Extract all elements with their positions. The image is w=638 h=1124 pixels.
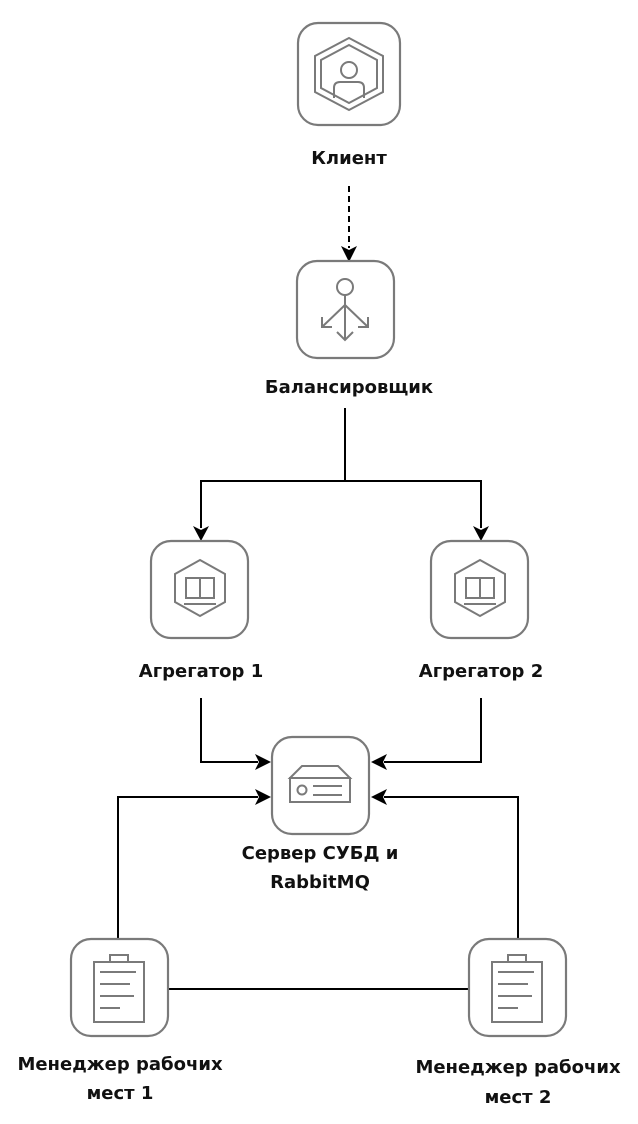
node-manager-1-label-line2: мест 1 — [87, 1083, 154, 1104]
edge-manager1-server — [117, 789, 271, 938]
node-manager-2-label-line1: Менеджер рабочих — [415, 1057, 621, 1078]
edge-aggregator2-server — [371, 698, 482, 770]
aggregator-hexagon-icon — [174, 558, 226, 618]
clipboard-icon — [93, 954, 145, 1023]
server-icon — [287, 765, 353, 803]
node-client[interactable]: Клиент — [296, 21, 402, 169]
node-server-label-line1: Сервер СУБД и — [242, 843, 399, 864]
edge-aggregator1-server — [200, 698, 271, 770]
node-aggregator-2[interactable]: Агрегатор 2 — [419, 539, 543, 682]
node-client-box[interactable] — [296, 21, 402, 127]
node-client-label: Клиент — [311, 148, 387, 169]
user-hexagon-icon — [314, 36, 384, 112]
node-balancer[interactable]: Балансировщик — [265, 259, 433, 398]
edge-manager2-server — [371, 789, 519, 938]
node-manager-1[interactable]: Менеджер рабочих мест 1 — [17, 937, 223, 1104]
aggregator-hexagon-icon — [454, 558, 506, 618]
node-manager-2[interactable]: Менеджер рабочих мест 2 — [415, 937, 621, 1108]
clipboard-icon — [491, 954, 543, 1023]
load-balancer-icon — [321, 278, 369, 342]
edge-client-balancer — [341, 186, 357, 262]
node-manager-2-label-line2: мест 2 — [485, 1087, 552, 1108]
node-balancer-label: Балансировщик — [265, 377, 433, 398]
node-server[interactable]: Сервер СУБД и RabbitMQ — [242, 735, 399, 893]
edges — [117, 186, 519, 990]
node-server-label-line2: RabbitMQ — [270, 872, 370, 893]
edge-balancer-aggregators — [193, 408, 489, 541]
node-aggregator-2-label: Агрегатор 2 — [419, 661, 543, 682]
node-manager-1-label-line1: Менеджер рабочих — [17, 1054, 223, 1075]
node-aggregator-1[interactable]: Агрегатор 1 — [139, 539, 263, 682]
node-aggregator-1-label: Агрегатор 1 — [139, 661, 263, 682]
